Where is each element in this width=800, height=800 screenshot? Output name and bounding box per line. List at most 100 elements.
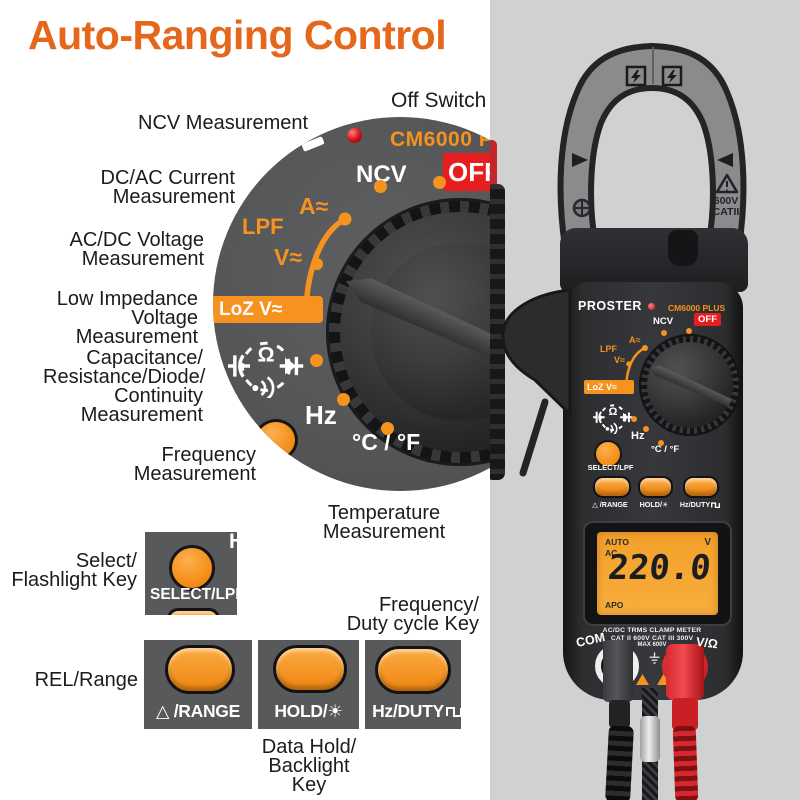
meter-led-icon (648, 303, 655, 310)
lcd-coupling: AC (605, 548, 618, 558)
jaw-mark-right-icon (717, 153, 733, 167)
annotation-section: Auto-Ranging Control CM6000 PLUS NCV OFF… (11, 12, 490, 796)
meter-select-label: SELECT/LPF (587, 463, 634, 472)
lcd-value: 220.0 (606, 548, 713, 588)
partial-pill-button (167, 608, 220, 615)
page-title: Auto-Ranging Control (28, 12, 447, 58)
svg-text:Ω: Ω (257, 342, 274, 366)
temp-position-dot (381, 422, 394, 435)
power-led-icon (347, 128, 362, 143)
svg-text:Ω: Ω (609, 406, 618, 418)
screw-icon (572, 198, 592, 218)
ratings-line1: AC/DC TRMS CLAMP METER (602, 627, 702, 634)
dial-current-label: A≈ (299, 193, 329, 219)
duty-cycle-icon (445, 707, 461, 717)
meter-temp-dot (658, 440, 664, 446)
meter-hz-label: Hz (631, 430, 645, 442)
hold-key-button (273, 645, 347, 693)
dial-off-label: OFF (443, 153, 490, 191)
ratings-block: AC/DC TRMS CLAMP METER CAT II 600V CAT I… (582, 627, 722, 649)
meter-duty-label: Hz/DUTY (678, 500, 722, 509)
jack-warning-icon-2 (657, 674, 670, 685)
clamp-category-label: CATII (713, 206, 740, 218)
resistance-diode-icon: Ω (228, 341, 304, 398)
dial-closeup: CM6000 PLUS NCV OFF A≈ LPF V≈ LoZ V≈ Ω (213, 117, 490, 491)
meter-range-label: △ /RANGE (592, 500, 628, 509)
partial-marking (301, 136, 325, 152)
jaw-mark-left-icon (572, 153, 588, 167)
meter-hold-button (638, 476, 673, 498)
hold-key-closeup: HOLD/☀ (258, 640, 359, 729)
meter-ncv-dot (661, 330, 667, 336)
bolt-icon-2 (661, 65, 683, 87)
label-ncv: NCV Measurement (138, 112, 309, 134)
meter-off-label: OFF (694, 313, 721, 326)
ncv-position-dot (374, 180, 387, 193)
meter-select-button (594, 440, 622, 468)
partial-hold-letter: H (229, 532, 237, 553)
bolt-icon (625, 65, 647, 87)
dial-lpf-label: LPF (242, 214, 284, 239)
select-button-closeup (254, 419, 298, 461)
duty-key-label: Hz/DUTY (369, 701, 461, 722)
dial-hz-label: Hz (305, 400, 337, 430)
meter-resistance-dot (631, 416, 637, 422)
label-capacitance: Capacitance/ Resistance/Diode/ Continuit… (43, 347, 206, 426)
dial-loz-label: LoZ V≈ (213, 296, 323, 323)
meter-resistance-icon: Ω (593, 404, 633, 434)
resistance-position-dot (310, 354, 323, 367)
meter-ncv-label: NCV (653, 316, 674, 327)
hold-key-label: HOLD/☀ (274, 701, 343, 721)
duty-key-closeup: Hz/DUTY (365, 640, 461, 729)
label-low-impedance: Low Impedance Voltage Measurement (56, 288, 198, 348)
label-frequency-duty: Frequency/ Duty cycle Key (346, 594, 479, 635)
duty-key-text: Hz/DUTY (372, 701, 444, 721)
duty-key-button (375, 646, 451, 694)
vohm-jack-label: V/Ω (695, 634, 719, 652)
ratings-line2: CAT II 600V CAT III 300V (610, 635, 694, 642)
select-key-button (169, 545, 215, 591)
label-temperature: Temperature Measurement (322, 502, 446, 543)
warning-triangle-icon (715, 173, 739, 194)
meter-current-label: A≈ (629, 335, 641, 345)
dial-voltage-label: V≈ (274, 244, 302, 270)
black-cable (605, 725, 634, 800)
meter-off-dot (686, 328, 692, 334)
lcd-apo: APO (605, 600, 624, 610)
cable-ferrule (640, 716, 660, 762)
hz-position-dot (337, 393, 350, 406)
lcd-bezel: AUTO AC V 220.0 APO (583, 521, 732, 626)
lcd-mode: AUTO (605, 537, 629, 547)
off-position-dot (433, 176, 446, 189)
brand-label: PROSTER (578, 299, 642, 313)
select-key-label: SELECT/LPF (150, 586, 237, 603)
probe-handle-black (490, 184, 505, 480)
black-plug (603, 640, 633, 702)
range-key-closeup: △ /RANGE (144, 640, 252, 729)
meter-hz-dot (643, 426, 649, 432)
meter-duty-button (683, 476, 719, 498)
meter-loz-label: LoZ V≈ (584, 380, 634, 394)
red-plug (666, 644, 704, 700)
label-data-hold: Data Hold/ Backlight Key (261, 736, 357, 796)
red-plug-collar (672, 698, 698, 730)
jack-warning-icon (636, 674, 649, 685)
meter-model-label: CM6000 PLUS (668, 303, 726, 313)
select-key-closeup: H SELECT/LPF (145, 532, 237, 615)
label-ac-dc-voltage: AC/DC Voltage Measurement (69, 229, 204, 270)
black-plug-collar (609, 700, 630, 728)
lcd-unit: V (704, 537, 711, 548)
lcd-screen: AUTO AC V 220.0 APO (597, 532, 718, 615)
range-key-label: △ /RANGE (156, 701, 240, 721)
red-cable (672, 725, 699, 800)
label-off-switch: Off Switch (391, 89, 487, 112)
ground-icon (649, 652, 660, 664)
range-key-button (165, 645, 235, 694)
label-select-flashlight: Select/ Flashlight Key (11, 550, 137, 591)
label-dc-ac-current: DC/AC Current Measurement (100, 167, 235, 208)
clamp-voltage-label: 600V (714, 195, 739, 207)
probe-tip-red (490, 140, 497, 192)
label-frequency: Frequency Measurement (133, 444, 256, 485)
meter-range-button (593, 476, 631, 498)
